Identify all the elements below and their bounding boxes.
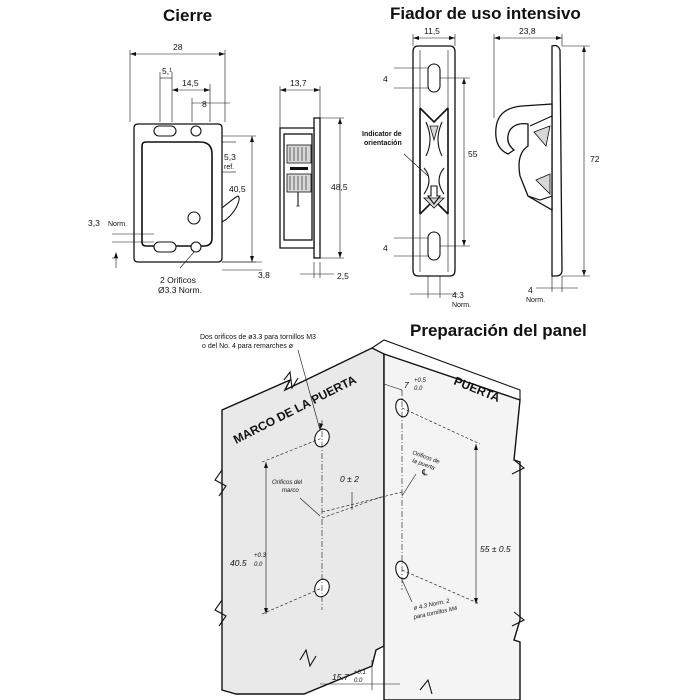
dim-cierre-14-5: 14,5: [182, 78, 199, 88]
dim-panel-55: 55 ± 0.5: [480, 544, 511, 554]
dim-cierre-13-7: 13,7: [290, 78, 307, 88]
fiador-side-view: 23,8 72 4 Norm.: [493, 26, 600, 304]
dim-panel-40-5-tol-top: +0.3: [254, 553, 267, 559]
dim-fiador-4-right: 4: [528, 285, 533, 295]
dim-panel-40-5-tol-bottom: 0.0: [254, 562, 263, 568]
fiador-indicator-line1: Indicator de: [362, 131, 402, 138]
dim-cierre-3-8: 3,8: [258, 270, 270, 280]
dim-panel-7-tol-bottom: 0.0: [414, 386, 423, 392]
dim-panel-7: 7: [404, 380, 409, 390]
cierre-side-view: 13,7 48,5 2,5: [279, 78, 349, 281]
dim-fiador-23-8: 23,8: [519, 26, 536, 36]
dim-panel-15-7-tol-bottom: 0.0: [354, 678, 363, 684]
fiador-front-view: 11,5 Indicator de orientación 4 4 55: [362, 26, 478, 309]
dim-fiador-4-top: 4: [383, 74, 388, 84]
panel-frame-holes-line2: marco: [282, 488, 299, 494]
dim-panel-0-2: 0 ± 2: [340, 474, 359, 484]
dim-cierre-40-5: 40,5: [229, 184, 246, 194]
dim-fiador-4-3: 4.3: [452, 290, 464, 300]
dim-cierre-ref: ref.: [224, 164, 234, 171]
panel-note-top-line1: Dos orificos de ø3.3 para tornillos M3: [200, 334, 316, 341]
dim-cierre-5: 5,¹: [162, 66, 172, 76]
dim-cierre-2-5: 2,5: [337, 271, 349, 281]
dim-fiador-11-5: 11,5: [424, 26, 440, 36]
panel-note-top-line2: o del No. 4 para remarches ø: [202, 343, 294, 350]
title-cierre: Cierre: [163, 6, 212, 25]
dim-cierre-8: 8: [202, 99, 207, 109]
cierre-front-view: 28 5,¹ 14,5 8 5,3 ref. 40: [88, 42, 270, 295]
dim-fiador-4-3-norm: Norm.: [452, 302, 471, 309]
dim-cierre-28: 28: [173, 42, 183, 52]
title-panel: Preparación del panel: [410, 321, 587, 340]
title-fiador: Fiador de uso intensivo: [390, 4, 581, 23]
cierre-holes-line1: 2 Orificos: [160, 275, 196, 285]
panel-preparation-view: MARCO DE LA PUERTA PUERTA 40.5 +0.3 0.0 …: [200, 334, 526, 700]
dim-panel-7-tol-top: +0.5: [414, 378, 427, 384]
dim-fiador-72: 72: [590, 154, 600, 164]
dim-cierre-3-3: 3,3: [88, 218, 100, 228]
cierre-holes-line2: Ø3.3 Norm.: [158, 285, 202, 295]
panel-frame-holes-line1: Orificos del: [272, 480, 303, 486]
fiador-indicator-line2: orientación: [364, 140, 402, 147]
dim-cierre-3-3-norm: Norm.: [108, 221, 127, 228]
dim-panel-15-7-tol-top: +0.1: [354, 670, 366, 676]
dim-fiador-4-norm: Norm.: [526, 297, 545, 304]
panel-door-holes-line3: ℄: [421, 467, 428, 477]
dim-panel-15-7: 15.7: [332, 672, 349, 682]
dim-fiador-55: 55: [468, 149, 478, 159]
dim-cierre-5-3: 5,3: [224, 152, 236, 162]
dim-panel-40-5: 40.5: [230, 558, 247, 568]
dim-fiador-4-bottom: 4: [383, 243, 388, 253]
dim-cierre-48-5: 48,5: [331, 182, 348, 192]
